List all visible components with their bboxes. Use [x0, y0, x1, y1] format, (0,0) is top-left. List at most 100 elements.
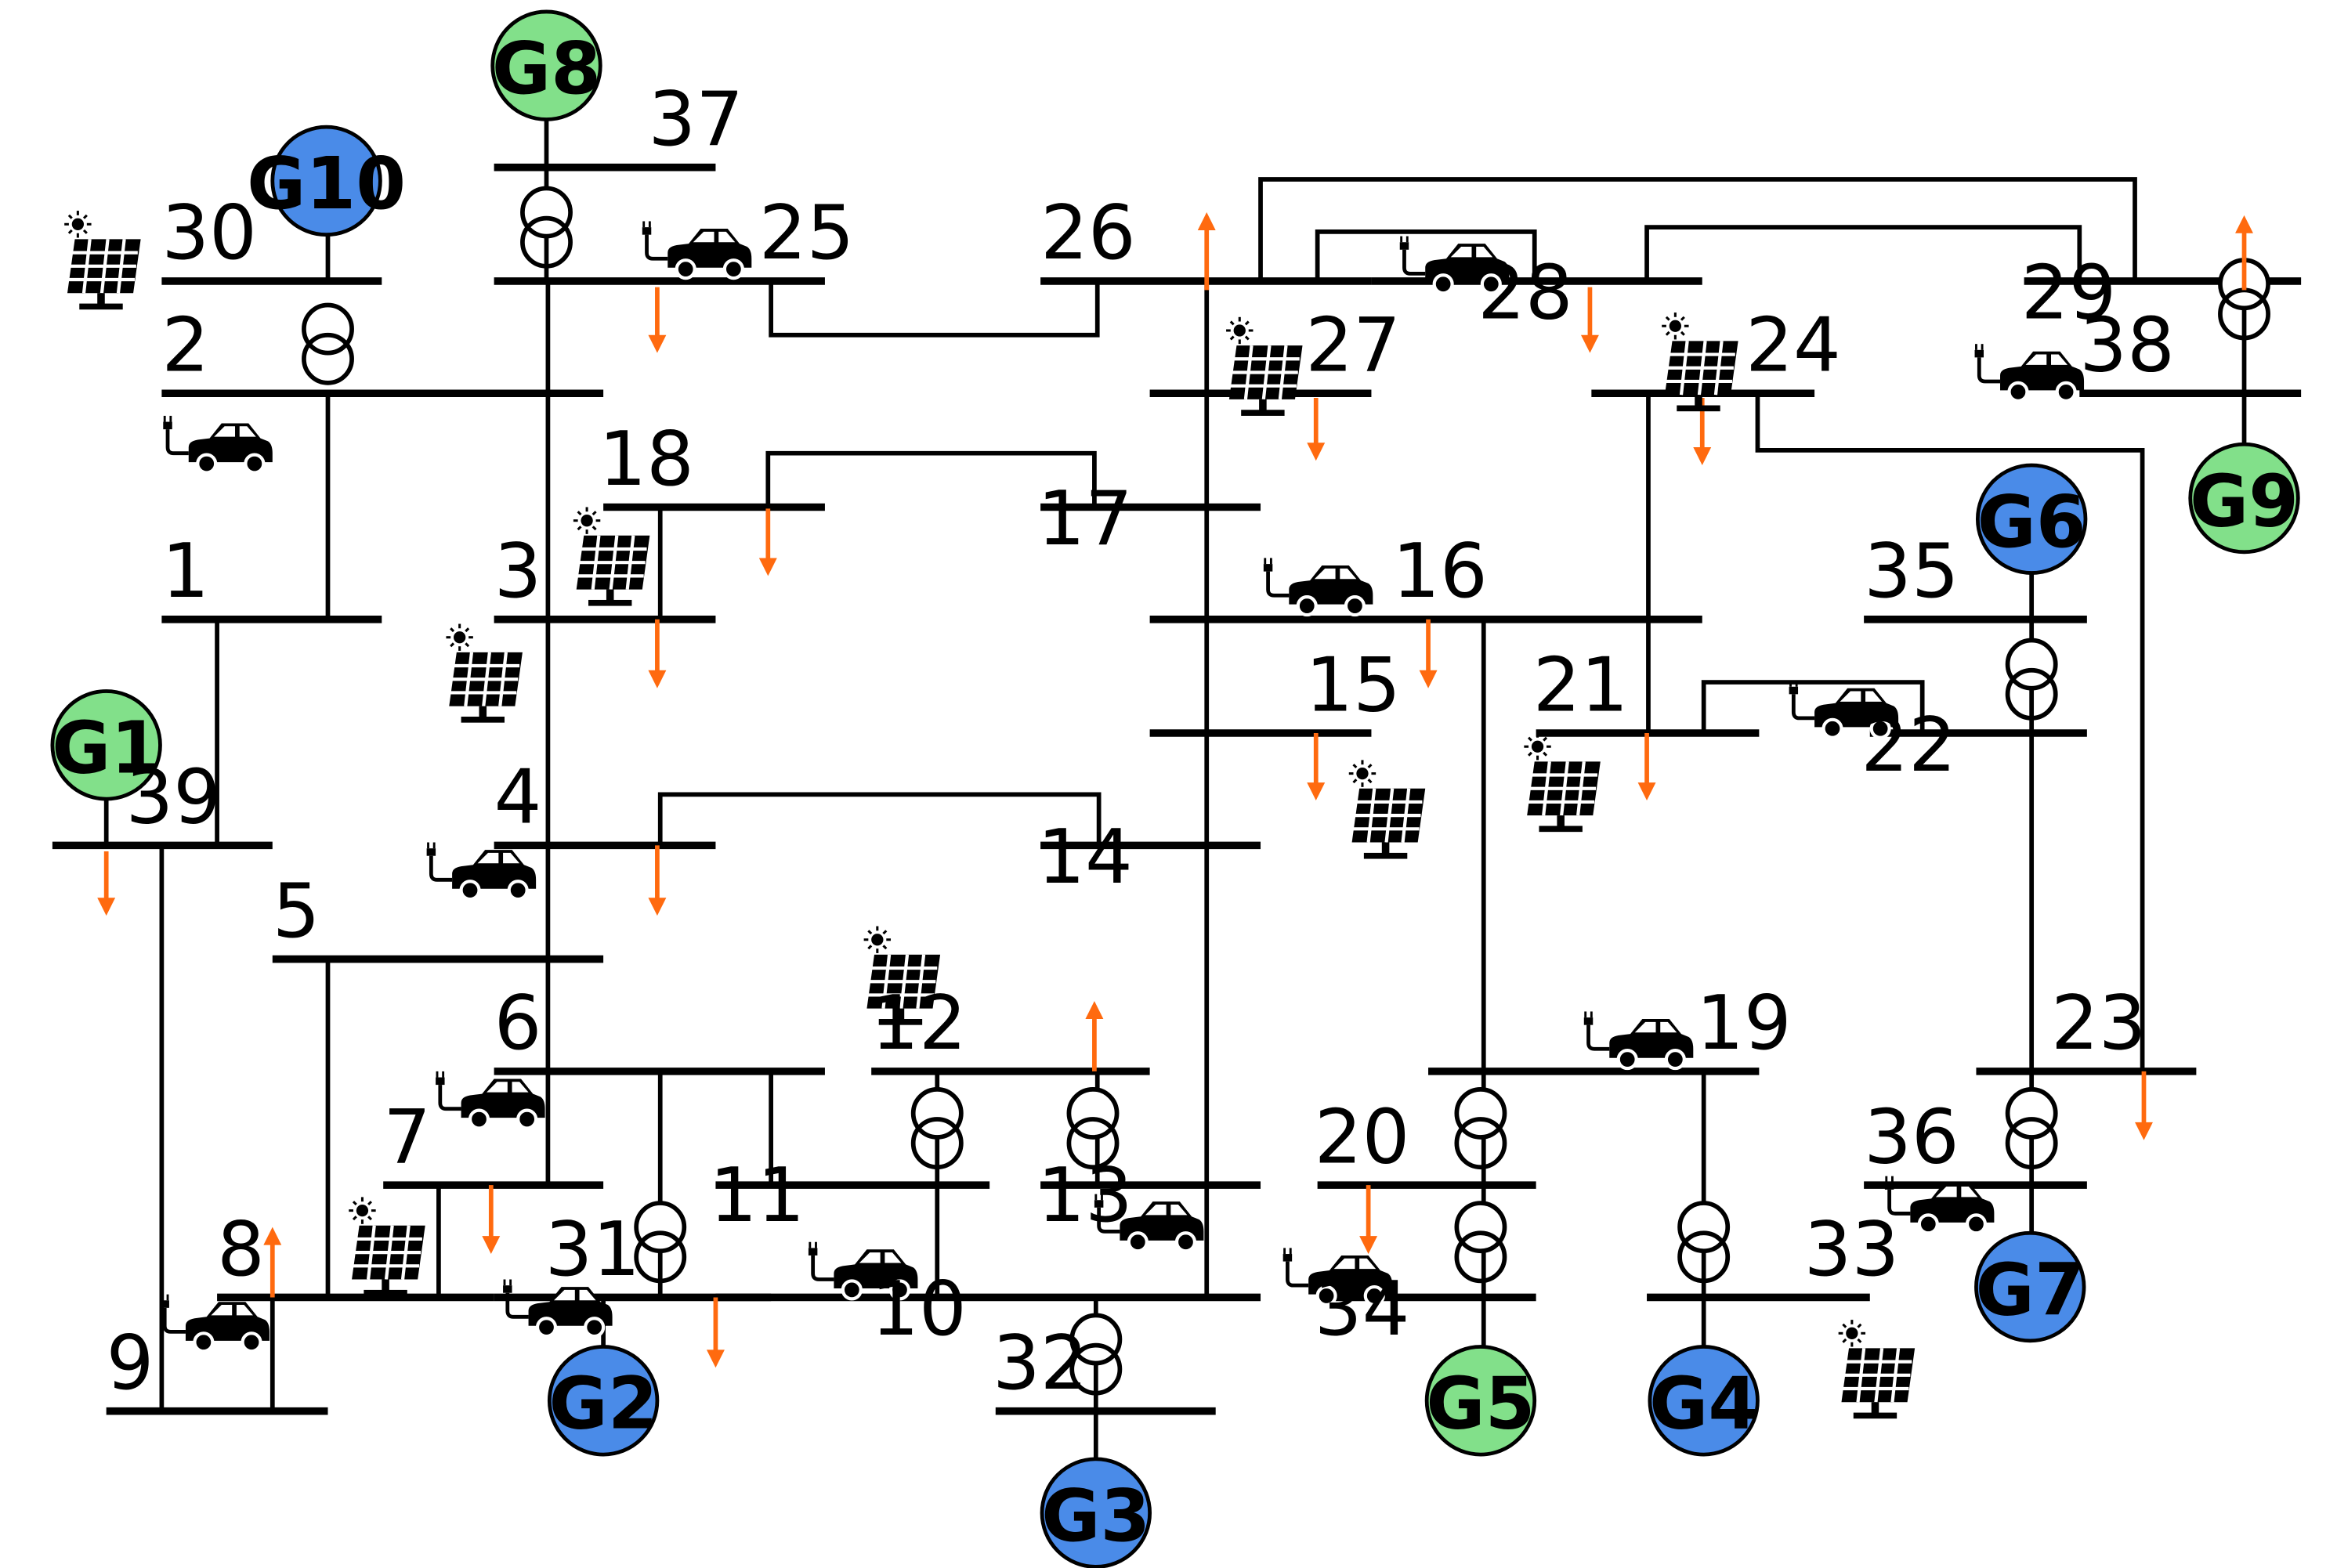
generator-g4: G4 [1648, 1345, 1760, 1457]
load-arrow-icon [482, 1185, 501, 1255]
bus-label-20: 20 [1315, 1093, 1410, 1180]
solar-panel-icon [1839, 1320, 1915, 1418]
load-arrow-icon [1307, 397, 1326, 461]
injection-arrow-icon [1197, 212, 1216, 291]
generator-g3: G3 [1040, 1457, 1152, 1568]
bus-label-39: 39 [126, 753, 222, 841]
branch-lines [103, 103, 2247, 1479]
generator-circle [1424, 1345, 1537, 1457]
line-segment-18 [1258, 177, 2137, 281]
bus-label-8: 8 [217, 1205, 265, 1293]
line-segment-20 [1644, 225, 2082, 281]
load-arrow-icon [648, 845, 667, 916]
bus-label-11: 11 [710, 1151, 805, 1239]
generator-label: G9 [2190, 459, 2299, 543]
load-arrow-icon [2135, 1071, 2153, 1140]
generator-label: G6 [1977, 480, 2086, 564]
generator-circle [1974, 1230, 2086, 1343]
load-arrow-icon [1359, 1185, 1378, 1255]
electric-car-icon [436, 1071, 544, 1129]
bus-label-36: 36 [1864, 1093, 1959, 1180]
bus-label-23: 23 [2051, 979, 2147, 1067]
electric-car-icon [642, 221, 751, 278]
generator-label: G7 [1976, 1248, 2085, 1331]
solar-panel-icon [573, 507, 649, 605]
generator-g1: G1 [50, 689, 162, 801]
solar-panel-icon [446, 624, 522, 723]
load-arrow-icon [758, 508, 777, 576]
transformer-icon [1456, 1203, 1504, 1281]
transformer-icon [1456, 1089, 1504, 1167]
generator-label: G2 [549, 1362, 658, 1446]
bus-label-4: 4 [494, 753, 542, 841]
bus-label-16: 16 [1392, 527, 1488, 615]
electric-car-icon [163, 416, 272, 473]
generator-circle [490, 9, 602, 121]
transformer-icon [304, 305, 352, 382]
bus-label-24: 24 [1746, 302, 1841, 389]
generator-circle [50, 689, 162, 801]
generator-circle [547, 1345, 660, 1457]
bus-label-25: 25 [759, 189, 855, 276]
line-segment-8 [657, 792, 1102, 846]
generator-g7: G7 [1974, 1230, 2086, 1343]
load-arrow-icon [1637, 733, 1656, 801]
generator-label: G10 [247, 142, 406, 226]
bus-label-38: 38 [2079, 302, 2175, 389]
generator-label: G8 [492, 27, 601, 110]
bus-label-1: 1 [161, 527, 209, 615]
bus-label-13: 13 [1037, 1151, 1133, 1239]
bus-label-27: 27 [1305, 302, 1401, 389]
load-arrows [97, 212, 2253, 1368]
bus-labels: 1234567891011121314151617181920212223242… [107, 75, 2175, 1407]
generator-circle [270, 125, 382, 237]
load-arrow-icon [1307, 733, 1326, 801]
bus-label-2: 2 [161, 302, 209, 389]
solar-panel-icon [64, 211, 140, 309]
solar-panel-icon [349, 1197, 425, 1295]
bus-label-15: 15 [1305, 641, 1401, 728]
generator-g8: G8 [490, 9, 602, 121]
bus-label-17: 17 [1037, 475, 1133, 562]
solar-panel-icon [1524, 733, 1600, 832]
generator-circle [2188, 442, 2300, 555]
generator-label: G4 [1649, 1362, 1758, 1446]
generator-label: G5 [1426, 1362, 1535, 1446]
generator-g10: G10 [247, 125, 406, 237]
bus-label-35: 35 [1864, 527, 1959, 615]
bus-bars [52, 163, 2302, 1415]
solar-panel-icon [1349, 760, 1425, 858]
electric-car-icon [160, 1295, 269, 1352]
solar-panel-icon [1226, 317, 1302, 416]
injection-arrow-icon [2235, 215, 2253, 291]
load-arrow-icon [1419, 619, 1438, 688]
bus-label-28: 28 [1478, 249, 1573, 337]
load-arrow-icon [706, 1297, 725, 1368]
bus-label-30: 30 [161, 189, 257, 276]
bus-label-37: 37 [648, 75, 743, 163]
load-arrow-icon [97, 851, 116, 916]
electric-car-icon [1584, 1011, 1693, 1068]
bus-label-26: 26 [1040, 189, 1136, 276]
generator-g5: G5 [1424, 1345, 1537, 1457]
bus-label-14: 14 [1037, 813, 1133, 901]
generator-circle [1648, 1345, 1760, 1457]
generator-g6: G6 [1975, 463, 2088, 575]
bus-label-21: 21 [1533, 641, 1629, 728]
line-segment-16 [1701, 680, 1925, 734]
bus-label-9: 9 [107, 1319, 154, 1407]
bus-label-7: 7 [383, 1093, 431, 1180]
load-arrow-icon [1580, 287, 1599, 353]
electric-car-icon [1975, 344, 2084, 401]
bus-label-3: 3 [494, 527, 542, 615]
line-segment-9 [765, 450, 1097, 508]
bus-label-29: 29 [2021, 249, 2117, 337]
bus-label-18: 18 [599, 415, 694, 503]
generator-g2: G2 [547, 1345, 660, 1457]
load-arrow-icon [648, 619, 667, 688]
generator-label: G1 [52, 706, 161, 790]
generator-circle [1975, 463, 2088, 575]
bus-label-19: 19 [1696, 979, 1792, 1067]
bus-label-12: 12 [871, 979, 967, 1067]
